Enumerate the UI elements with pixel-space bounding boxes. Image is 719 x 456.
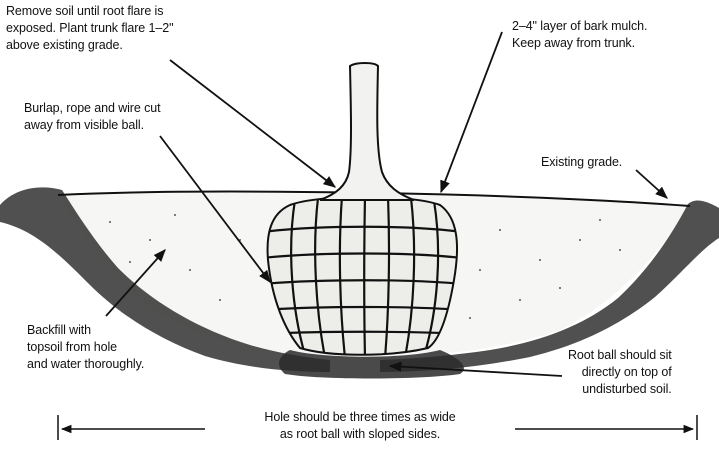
label-line: undisturbed soil. [582,382,672,396]
hole-width-dimension [57,415,698,440]
burlap-label: Burlap, rope and wire cut away from visi… [24,100,161,134]
root-flare-arrow [169,59,336,188]
label-line: directly on top of [581,365,672,379]
hole-bottom-soil [278,350,464,379]
backfill-label: Backfill with topsoil from hole and wate… [27,322,144,373]
label-line: and water thoroughly. [27,357,145,371]
mulch-label: 2–4" layer of bark mulch. Keep away from… [512,18,647,52]
mulch-arrow [440,31,503,194]
tree-trunk [319,62,415,201]
leader-arrows [105,31,668,377]
label-line: Hole should be three times as wide [264,410,456,424]
label-line: Root ball should sit [568,348,672,362]
existing-grade-label: Existing grade. [541,154,622,171]
existing-grade-arrow [635,169,668,199]
backfill-arrow [105,249,166,317]
burlap-arrow [159,135,271,284]
label-line: Remove soil until root flare is [6,4,164,18]
label-line: Backfill with [27,323,91,337]
root-flare-label: Remove soil until root flare is exposed.… [6,3,174,54]
label-line: topsoil from hole [27,340,118,354]
label-line: Existing grade. [541,155,623,169]
root-ball [266,195,459,356]
label-line: 2–4" layer of bark mulch. [512,19,648,33]
label-line: Keep away from trunk. [512,36,635,50]
label-line: as root ball with sloped sides. [279,427,441,441]
root-ball-label: Root ball should sit directly on top of … [568,347,672,398]
soil-right-mound [380,200,719,372]
label-line: away from visible ball. [24,118,144,132]
label-line: above existing grade. [6,38,123,52]
soil-speckles [109,214,621,319]
soil-left-mound [0,187,330,372]
label-line: Burlap, rope and wire cut [24,101,161,115]
root-ball-arrow [388,361,563,377]
hole-width-label: Hole should be three times as wide as ro… [210,409,510,443]
label-line: exposed. Plant trunk flare 1–2" [6,21,174,35]
